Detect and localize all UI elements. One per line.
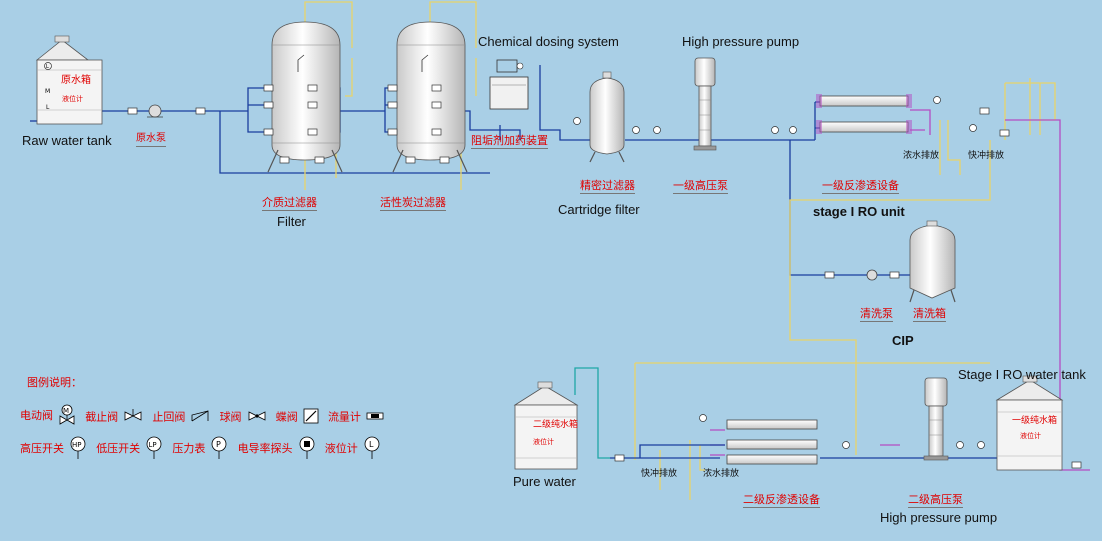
stage2-hp-pump-cn-label: 二级高压泵 <box>908 493 963 508</box>
svg-text:P: P <box>216 440 221 449</box>
feed-piping <box>30 65 910 276</box>
legend-flow-meter: 流量计 <box>328 406 384 425</box>
cartridge-filter-cn-label: 精密过滤器 <box>580 179 635 194</box>
stage2-flush-drain-label: 快冲排放 <box>641 469 678 479</box>
raw-tank-level-gauge-label: 液位计 <box>62 95 83 103</box>
cartridge-filter-label: Cartridge filter <box>558 202 640 217</box>
cip-label: CIP <box>892 333 914 348</box>
legend-conductivity-probe: 电导率探头 <box>238 436 316 460</box>
legend-electric-valve: 电动阀 M <box>20 404 76 426</box>
svg-text:M: M <box>63 407 69 415</box>
chemical-dosing-system-label: Chemical dosing system <box>478 34 619 49</box>
raw-water-tank: L <box>35 35 103 125</box>
stage1-hp-pump-cn-label: 一级高压泵 <box>673 179 728 194</box>
raw-tank-level-mark-m: M <box>45 88 51 95</box>
inline-valves <box>127 84 1082 469</box>
activated-carbon-filter-vessel <box>392 21 468 173</box>
legend-high-pressure-switch: 高压开关 HP <box>20 436 87 460</box>
cip-cleaning-pump <box>866 269 878 281</box>
svg-text:LP: LP <box>149 441 157 449</box>
stage1-concentrate-drain-label: 浓水排放 <box>903 151 940 161</box>
chemical-dosing-tank <box>489 59 529 110</box>
svg-text:HP: HP <box>72 441 82 449</box>
legend-low-pressure-switch: 低压开关 LP <box>96 436 163 460</box>
high-pressure-pump-label-bottom: High pressure pump <box>880 510 998 525</box>
stage1-high-pressure-pump <box>693 57 717 151</box>
legend-row-2: 高压开关 HP 低压开关 LP 压力表 P 电导率探头 液位计 <box>20 436 385 460</box>
raw-tank-level-mark-l: L <box>46 104 50 111</box>
pure-tank-level-gauge-label: 液位计 <box>533 438 554 446</box>
concentrate-piping <box>304 1 1056 500</box>
low-pressure-switch-icon: LP <box>146 436 162 459</box>
filter-label: Filter <box>277 214 306 229</box>
globe-valve-icon <box>124 409 142 421</box>
stage2-pure-tank-cn-label: 二级纯水箱 <box>533 420 579 430</box>
raw-water-pump <box>147 104 163 118</box>
legend-globe-valve: 截止阀 <box>85 406 143 425</box>
activated-carbon-filter-label: 活性炭过滤器 <box>380 196 446 211</box>
stage2-ro-membranes <box>726 419 818 465</box>
raw-water-pump-label: 原水泵 <box>136 133 166 147</box>
raw-water-tank-label: Raw water tank <box>22 133 112 148</box>
legend-row-1: 电动阀 M 截止阀 止回阀 球阀 蝶阀 <box>20 404 388 426</box>
butterfly-valve-icon <box>303 408 319 424</box>
pressure-gauge-icon: P <box>212 436 227 459</box>
legend-butterfly-valve: 蝶阀 <box>276 406 319 425</box>
stage1-tank-level-gauge-label: 液位计 <box>1020 432 1041 440</box>
stage1-ro-unit-label: stage I RO unit <box>813 204 905 219</box>
stage1-ro-water-tank-label: Stage I RO water tank <box>958 367 1086 382</box>
high-pressure-switch-icon: HP <box>70 436 86 459</box>
raw-water-tank-cn-label: 原水箱 <box>61 75 91 86</box>
stage1-ro-cn-label: 一级反渗透设备 <box>822 179 899 194</box>
legend-level-gauge: 液位计 L <box>325 436 381 460</box>
cartridge-filter-vessel <box>589 71 625 163</box>
high-pressure-pump-label-top: High pressure pump <box>682 34 800 49</box>
media-filter-vessel <box>267 21 343 173</box>
cip-cleaning-tank <box>909 220 956 303</box>
check-valve-icon <box>192 410 209 422</box>
stage2-high-pressure-pump <box>923 377 949 461</box>
svg-text:L: L <box>369 440 374 449</box>
media-filter-cn-label: 介质过滤器 <box>262 196 317 211</box>
stage2-ro-cn-label: 二级反渗透设备 <box>743 493 820 508</box>
level-gauge-icon: L <box>364 436 380 459</box>
electric-valve-icon: M <box>59 404 75 425</box>
legend-pressure-gauge: 压力表 P <box>172 436 228 460</box>
legend-check-valve: 止回阀 <box>152 406 210 425</box>
legend-ball-valve: 球阀 <box>220 406 267 425</box>
stage1-ro-water-tank <box>995 375 1064 471</box>
conductivity-probe-icon <box>299 436 315 459</box>
legend-title: 图例说明： <box>27 376 82 389</box>
pure-water-label: Pure water <box>513 474 576 489</box>
pure-water-tank <box>513 381 579 470</box>
pure-water-piping <box>574 367 610 459</box>
flow-meter-icon <box>366 412 384 420</box>
ball-valve-icon <box>248 411 266 421</box>
stage2-concentrate-drain-label: 浓水排放 <box>703 469 740 479</box>
cleaning-pump-label: 清洗泵 <box>860 307 893 322</box>
cleaning-tank-label: 清洗箱 <box>913 307 946 322</box>
stage1-ro-membranes <box>816 94 912 134</box>
stage1-flush-drain-label: 快冲排放 <box>968 151 1005 161</box>
stage1-pure-tank-cn-label: 一级纯水箱 <box>1012 416 1058 426</box>
svg-text:L: L <box>46 64 49 70</box>
antiscalant-dosing-label: 阻垢剂加药装置 <box>471 134 548 149</box>
